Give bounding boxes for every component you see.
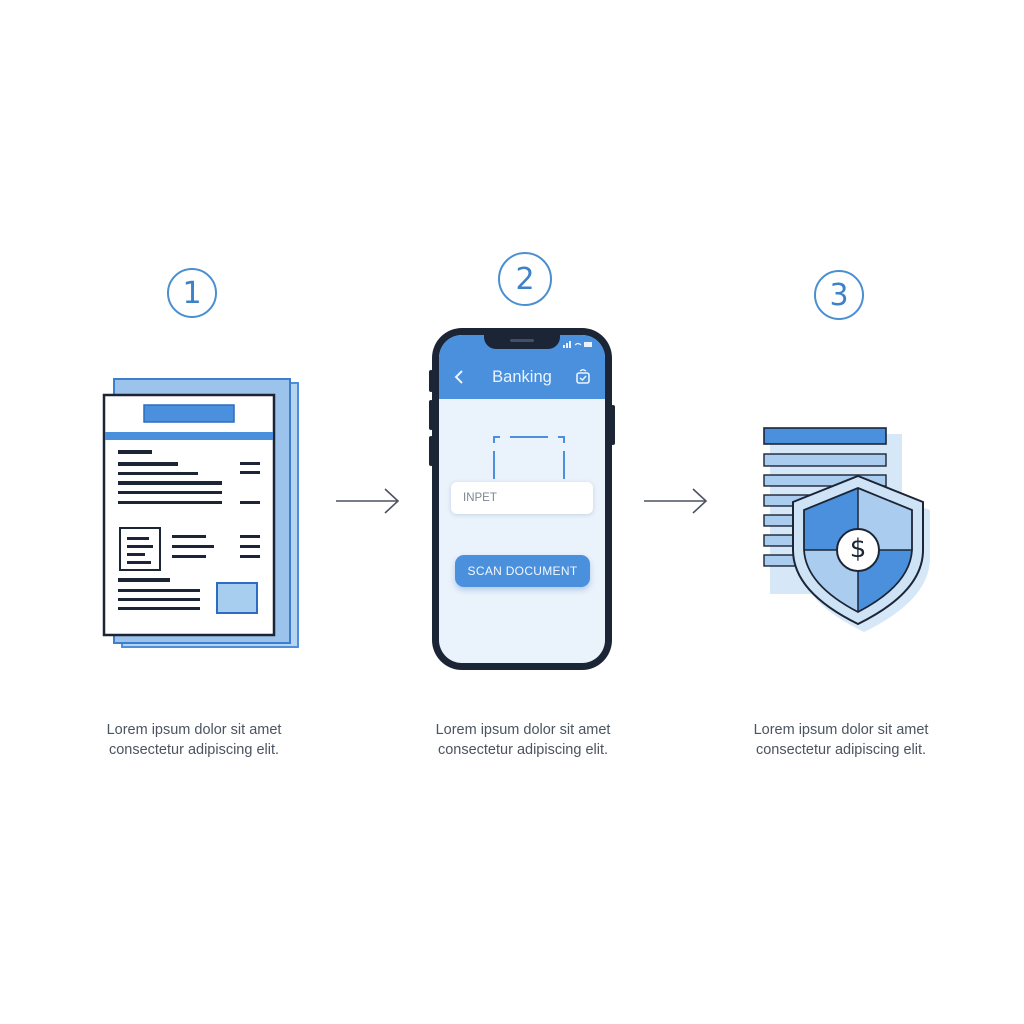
arrow-right-icon [334, 486, 404, 516]
speaker-grille [510, 339, 534, 342]
phone-power-button [611, 405, 615, 445]
step-number-1: 1 [167, 268, 217, 318]
scan-document-button[interactable]: SCAN DOCUMENT [455, 555, 590, 587]
arrow-right-icon [642, 486, 712, 516]
phone-screen: Banking SCAN DOCUMENT [439, 335, 605, 663]
phone-side-button [429, 370, 433, 392]
step-number-3: 3 [814, 270, 864, 320]
step-caption-2: Lorem ipsum dolor sit amet consectetur a… [435, 722, 611, 758]
phone-side-button [429, 436, 433, 466]
document-input[interactable] [451, 482, 593, 514]
app-header: Banking [439, 335, 605, 399]
step-number-label: 3 [829, 277, 849, 313]
share-icon[interactable] [575, 369, 591, 385]
dollar-sign: $ [849, 534, 867, 564]
step-number-label: 1 [182, 275, 202, 311]
phone-notch [484, 335, 560, 349]
back-chevron-icon[interactable] [453, 369, 465, 385]
smartphone-icon: Banking SCAN DOCUMENT [432, 328, 612, 670]
step-caption-1: Lorem ipsum dolor sit amet consectetur a… [106, 722, 282, 758]
secure-money-shield-icon: $ [758, 420, 938, 635]
app-title: Banking [492, 368, 552, 386]
scan-frame-icon [492, 435, 566, 481]
step-number-label: 2 [515, 261, 535, 297]
step-caption-3: Lorem ipsum dolor sit amet consectetur a… [753, 722, 929, 758]
step-number-2: 2 [498, 252, 552, 306]
phone-side-button [429, 400, 433, 430]
status-bar-icons [563, 340, 593, 348]
document-icon [100, 375, 305, 655]
